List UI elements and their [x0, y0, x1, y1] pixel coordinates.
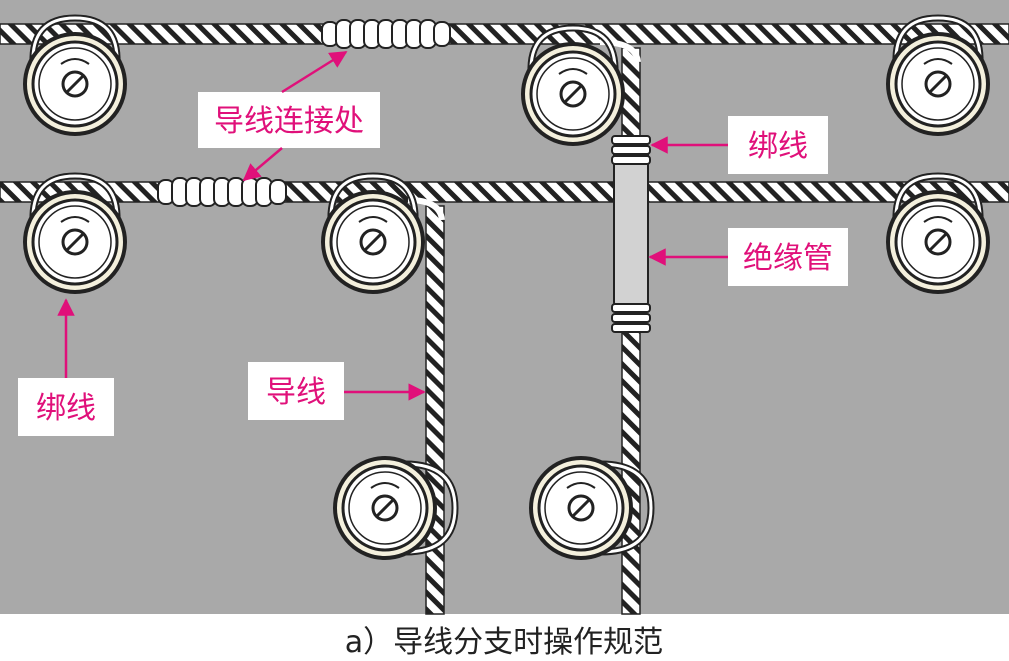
caption-area: [0, 614, 1009, 661]
label-joint: 导线连接处: [214, 104, 364, 139]
tie-wrap-upper: [611, 135, 651, 165]
label-box-wire: [248, 362, 344, 420]
insulator: [333, 456, 459, 560]
label-box-tie-right: [728, 116, 828, 174]
insulator: [886, 172, 990, 294]
figure-caption: a）导线分支时操作规范: [345, 625, 663, 660]
main-wire-top: [0, 23, 1009, 45]
label-box-tube: [728, 228, 848, 286]
branch-wire-left: [425, 205, 445, 615]
insulator: [23, 172, 127, 294]
arrow-joint-top: [281, 50, 348, 94]
arrow-joint-bottom: [242, 147, 283, 182]
label-tube: 绝缘管: [743, 241, 833, 276]
insulator: [886, 14, 990, 136]
splice-joint-top: [321, 19, 451, 49]
label-box-tie-left: [18, 378, 114, 436]
label-tie-right: 绑线: [748, 129, 808, 164]
insulator: [321, 172, 425, 294]
insulator: [23, 14, 127, 136]
insulator: [521, 24, 625, 146]
main-wire-bottom: [0, 181, 1009, 203]
label-box-joint: [198, 92, 380, 148]
label-tie-left: 绑线: [36, 391, 96, 426]
label-wire: 导线: [266, 375, 326, 410]
insulator-group: [23, 14, 990, 560]
background-panel: [0, 0, 1009, 614]
insulating-tube: [613, 139, 649, 311]
insulator: [529, 456, 655, 560]
splice-joint-bottom: [157, 177, 287, 207]
tie-wrap-lower: [611, 303, 651, 333]
